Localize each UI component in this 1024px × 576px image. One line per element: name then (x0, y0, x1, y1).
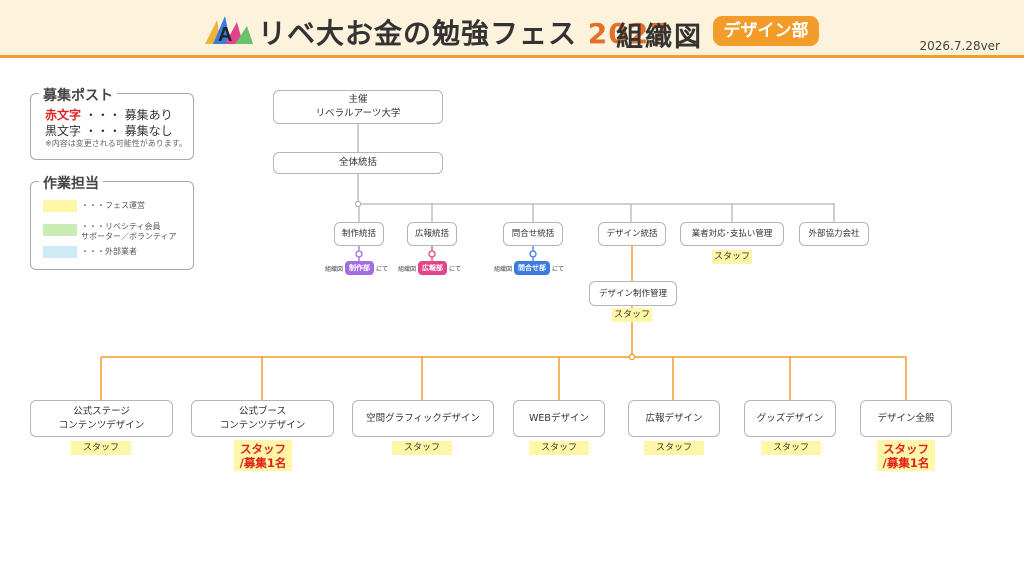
ref-inquiry: 組織図問合せ部にて (494, 261, 564, 275)
staff-team-pr-design: スタッフ (644, 441, 704, 455)
swatch-member-label: ・・・リベシティ会員 サポーター／ボランティア (81, 222, 177, 241)
node-design-management: デザイン制作管理 (589, 281, 677, 306)
staff-team-general: スタッフ /募集1名 (877, 440, 935, 471)
staff-vendor-payment: スタッフ (712, 250, 752, 264)
legend-roles-title: 作業担当 (39, 173, 103, 193)
department-badge: デザイン部 (713, 16, 819, 46)
page-subtitle: 組織図 (616, 22, 703, 53)
ref-production: 組織図制作部にて (325, 261, 388, 275)
staff-team-goods: スタッフ (761, 441, 821, 455)
node-overall: 全体統括 (273, 152, 443, 174)
staff-team-stage: スタッフ (71, 441, 131, 455)
swatch-vendor-label: ・・・外部業者 (81, 247, 137, 256)
node-external-partner: 外部協力会社 (799, 222, 869, 246)
legend-recruit: 募集ポスト 赤文字 ・・・ 募集あり 黒文字 ・・・ 募集なし ※内容は変更され… (30, 85, 194, 160)
node-team-spatial: 空間グラフィックデザイン (352, 400, 494, 437)
node-design-lead: デザイン統括 (598, 222, 666, 246)
staff-design-management: スタッフ (612, 308, 652, 322)
node-team-pr-design: 広報デザイン (628, 400, 720, 437)
swatch-member (43, 224, 77, 236)
node-production-lead: 制作統括 (334, 222, 384, 246)
swatch-fes (43, 200, 77, 212)
node-team-web: WEBデザイン (513, 400, 605, 437)
node-team-stage: 公式ステージ コンテンツデザイン (30, 400, 173, 437)
header-bar: A リベ大お金の勉強フェス 2027 組織図 デザイン部 2026.7.28ve… (0, 0, 1024, 58)
node-organizer: 主催 リベラルアーツ大学 (273, 90, 443, 124)
legend-note: ※内容は変更される可能性があります。 (45, 139, 187, 148)
node-pr-lead: 広報統括 (407, 222, 457, 246)
staff-team-web: スタッフ (529, 441, 589, 455)
node-team-general: デザイン全般 (860, 400, 952, 437)
legend-red-row: 赤文字 ・・・ 募集あり (45, 108, 173, 122)
page-title: リベ大お金の勉強フェス 2027 (258, 17, 670, 50)
legend-black-row: 黒文字 ・・・ 募集なし (45, 124, 173, 138)
node-team-booth: 公式ブース コンテンツデザイン (191, 400, 334, 437)
version-label: 2026.7.28ver (919, 39, 1001, 53)
node-vendor-payment: 業者対応･支払い管理 (680, 222, 784, 246)
swatch-vendor (43, 246, 77, 258)
legend-roles: 作業担当 ・・・フェス運営 ・・・リベシティ会員 サポーター／ボランティア ・・… (30, 173, 194, 270)
swatch-fes-label: ・・・フェス運営 (81, 201, 145, 210)
staff-team-booth: スタッフ /募集1名 (234, 440, 292, 471)
svg-text:A: A (218, 24, 232, 46)
fes-logo-icon: A (205, 16, 253, 46)
legend-recruit-title: 募集ポスト (39, 85, 117, 105)
node-team-goods: グッズデザイン (744, 400, 836, 437)
node-inquiry-lead: 問合せ統括 (503, 222, 563, 246)
staff-team-spatial: スタッフ (392, 441, 452, 455)
ref-pr: 組織図広報部にて (398, 261, 461, 275)
